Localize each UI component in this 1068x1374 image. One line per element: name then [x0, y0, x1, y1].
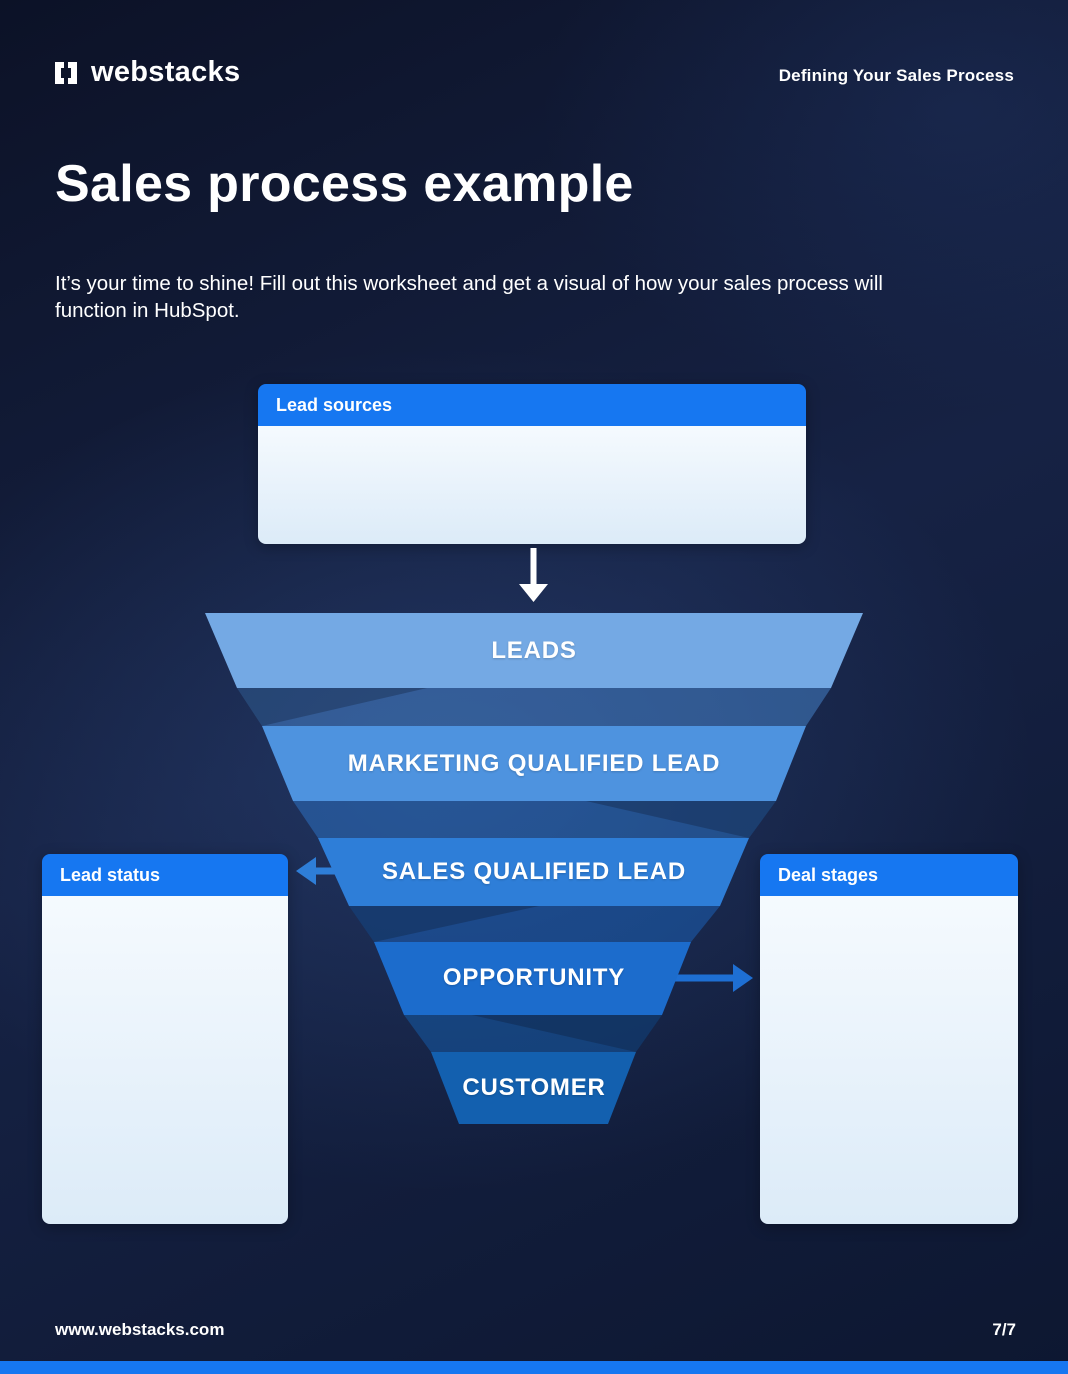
funnel-connector-3-fold — [349, 906, 539, 942]
brackets-logo-icon — [55, 61, 77, 84]
funnel-connector-2-fold — [586, 801, 776, 838]
funnel-stage-label-customer: CUSTOMER — [462, 1074, 606, 1101]
bottom-accent-bar — [0, 1361, 1068, 1374]
funnel-connector-1-fold — [237, 688, 427, 726]
intro-text: It’s your time to shine! Fill out this w… — [55, 272, 883, 323]
deal-stages-panel: Deal stages — [760, 854, 1018, 1224]
page-title: Sales process example — [55, 155, 634, 213]
deal-stages-input-area[interactable] — [760, 896, 1018, 1224]
brand-name: webstacks — [91, 56, 241, 88]
funnel-stage-label-mql: MARKETING QUALIFIED LEAD — [347, 750, 721, 777]
arrow-down-icon — [519, 548, 548, 602]
lead-status-panel: Lead status — [42, 854, 288, 1224]
funnel-connector-2 — [293, 801, 776, 838]
funnel-stage-label-opportunity: OPPORTUNITY — [442, 964, 626, 991]
lead-status-header: Lead status — [42, 854, 288, 896]
funnel-connector-3 — [349, 906, 720, 942]
funnel-stage-label-sql: SALES QUALIFIED LEAD — [381, 858, 686, 885]
funnel-connector-4-fold — [472, 1015, 662, 1052]
deal-stages-header: Deal stages — [760, 854, 1018, 896]
arrow-down-head — [519, 584, 548, 602]
funnel-stage-label-leads: LEADS — [491, 637, 577, 664]
lead-sources-header: Lead sources — [258, 384, 806, 426]
footer-url[interactable]: www.webstacks.com — [55, 1320, 225, 1339]
document-title: Defining Your Sales Process — [778, 66, 1014, 85]
funnel-connector-1 — [237, 688, 831, 726]
page-number: 7/7 — [992, 1320, 1016, 1339]
lead-status-input-area[interactable] — [42, 896, 288, 1224]
lead-sources-label: Lead sources — [276, 394, 393, 415]
lead-sources-panel: Lead sources — [258, 384, 806, 544]
brand-logo: webstacks — [52, 56, 240, 89]
funnel-connector-4 — [404, 1015, 662, 1052]
deal-stages-label: Deal stages — [778, 864, 879, 885]
lead-sources-input-area[interactable] — [258, 426, 806, 544]
lead-status-label: Lead status — [60, 864, 161, 885]
